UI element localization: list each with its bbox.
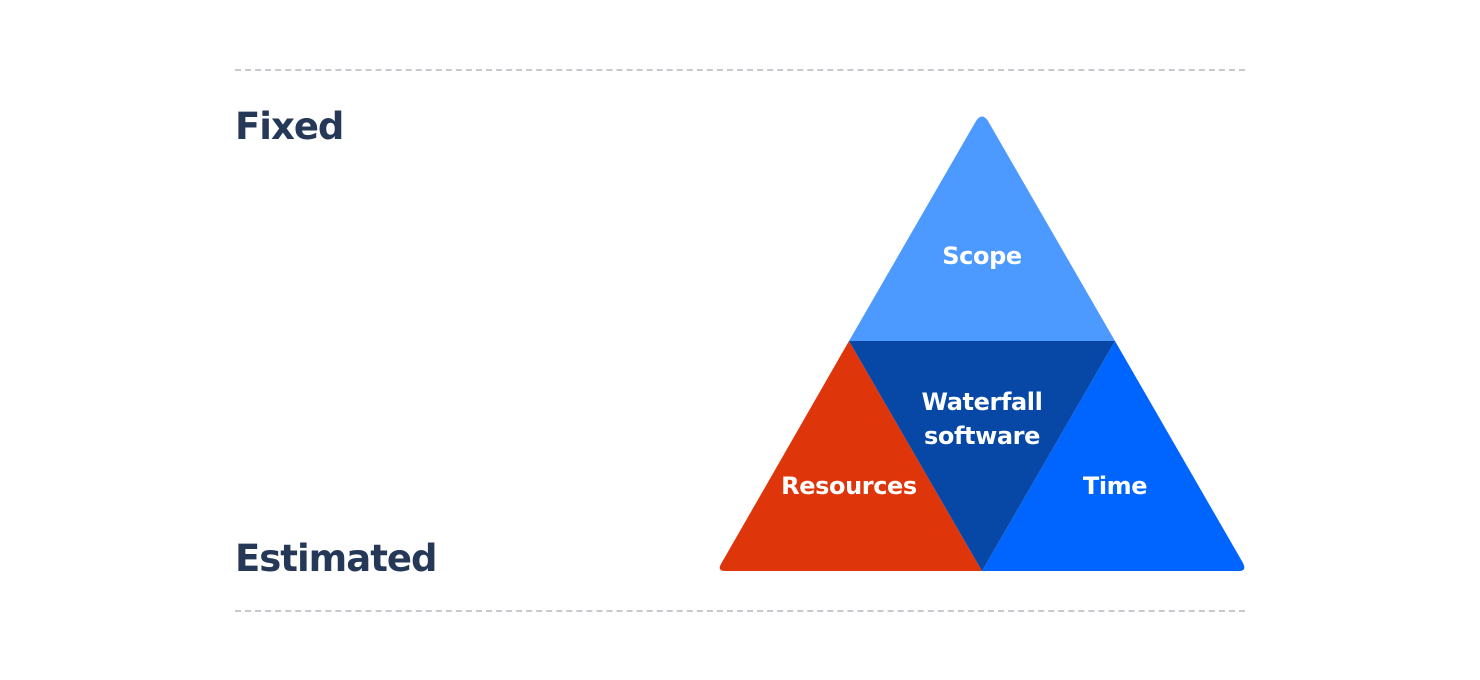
bottom-divider	[235, 610, 1245, 612]
waterfall-label-line1: Waterfall	[922, 388, 1043, 416]
resources-label: Resources	[781, 472, 917, 500]
time-triangle	[982, 341, 1245, 571]
resources-triangle	[719, 341, 982, 571]
waterfall-center-triangle	[849, 341, 1115, 571]
waterfall-label-line2: software	[924, 422, 1040, 450]
estimated-label: Estimated	[235, 537, 437, 580]
scope-triangle	[849, 116, 1115, 341]
time-label: Time	[1083, 472, 1147, 500]
fixed-label: Fixed	[235, 105, 344, 148]
top-divider	[235, 69, 1245, 71]
scope-label: Scope	[942, 242, 1022, 270]
